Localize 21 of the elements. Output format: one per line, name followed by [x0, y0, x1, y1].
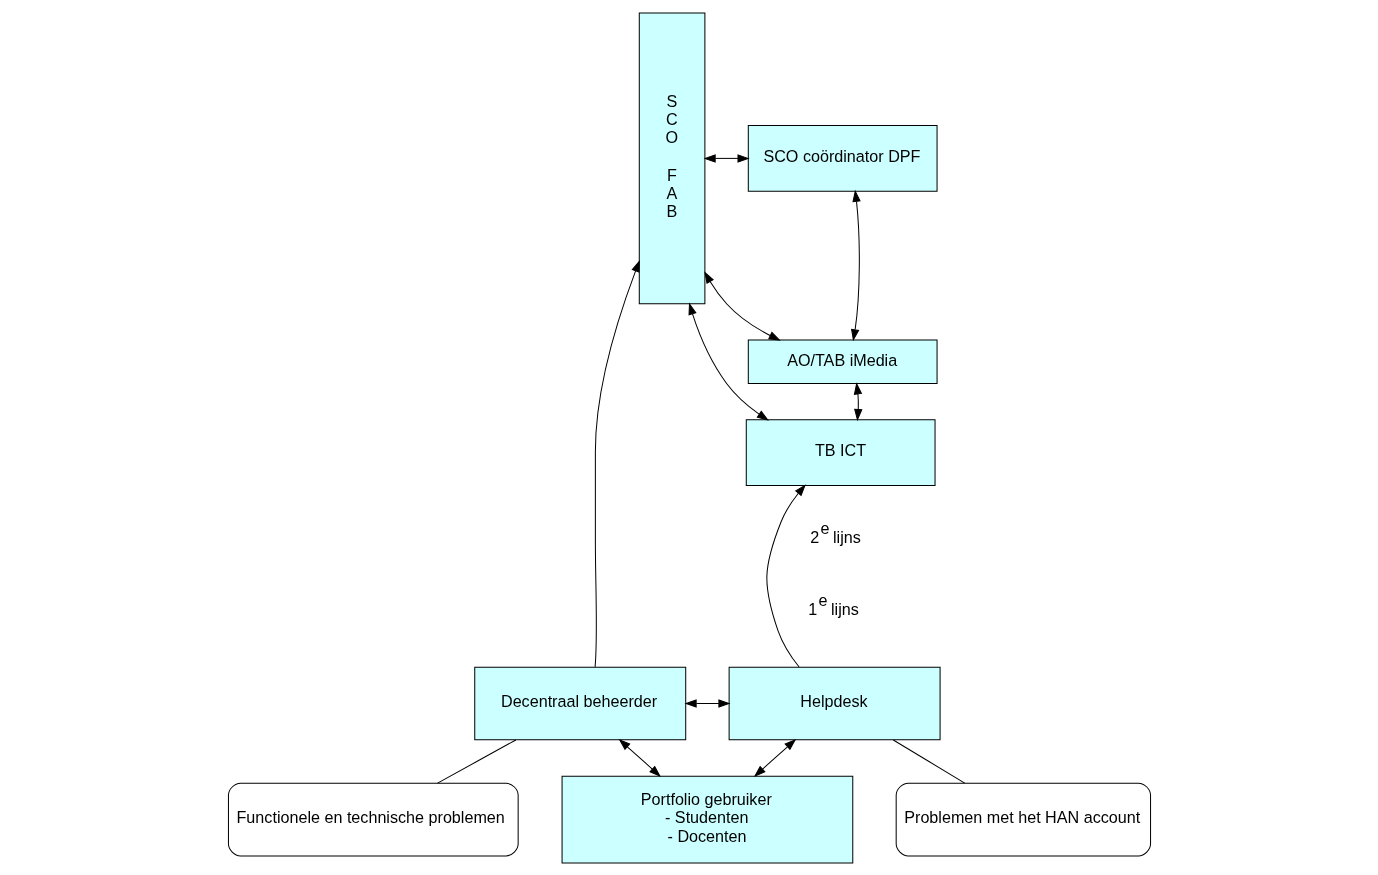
- node-box: SCO coördinator DPF: [747, 124, 938, 192]
- node-box: AO/TAB iMedia: [747, 339, 938, 384]
- arrow: [594, 259, 640, 667]
- arrow: [688, 302, 769, 421]
- node-box: SCO FAB: [638, 12, 705, 304]
- node-box: Problemen met het HAN account: [895, 782, 1151, 856]
- node-box: Portfolio gebruiker - Studenten - Docenten: [561, 775, 853, 863]
- arrow: [765, 483, 806, 668]
- node-box: TB ICT: [745, 418, 936, 486]
- arrow: [684, 698, 731, 708]
- node-box: Helpdesk: [728, 666, 941, 740]
- arrow: [703, 153, 750, 163]
- arrow: [753, 738, 796, 777]
- node-box: Functionele en technische problemen: [227, 782, 519, 856]
- node-box: Decentraal beheerder: [473, 666, 686, 740]
- arrow: [618, 738, 661, 777]
- arrow: [703, 270, 781, 341]
- arrow: [853, 381, 862, 421]
- connector: [436, 738, 516, 784]
- arrow: [850, 189, 861, 341]
- connector: [892, 738, 965, 784]
